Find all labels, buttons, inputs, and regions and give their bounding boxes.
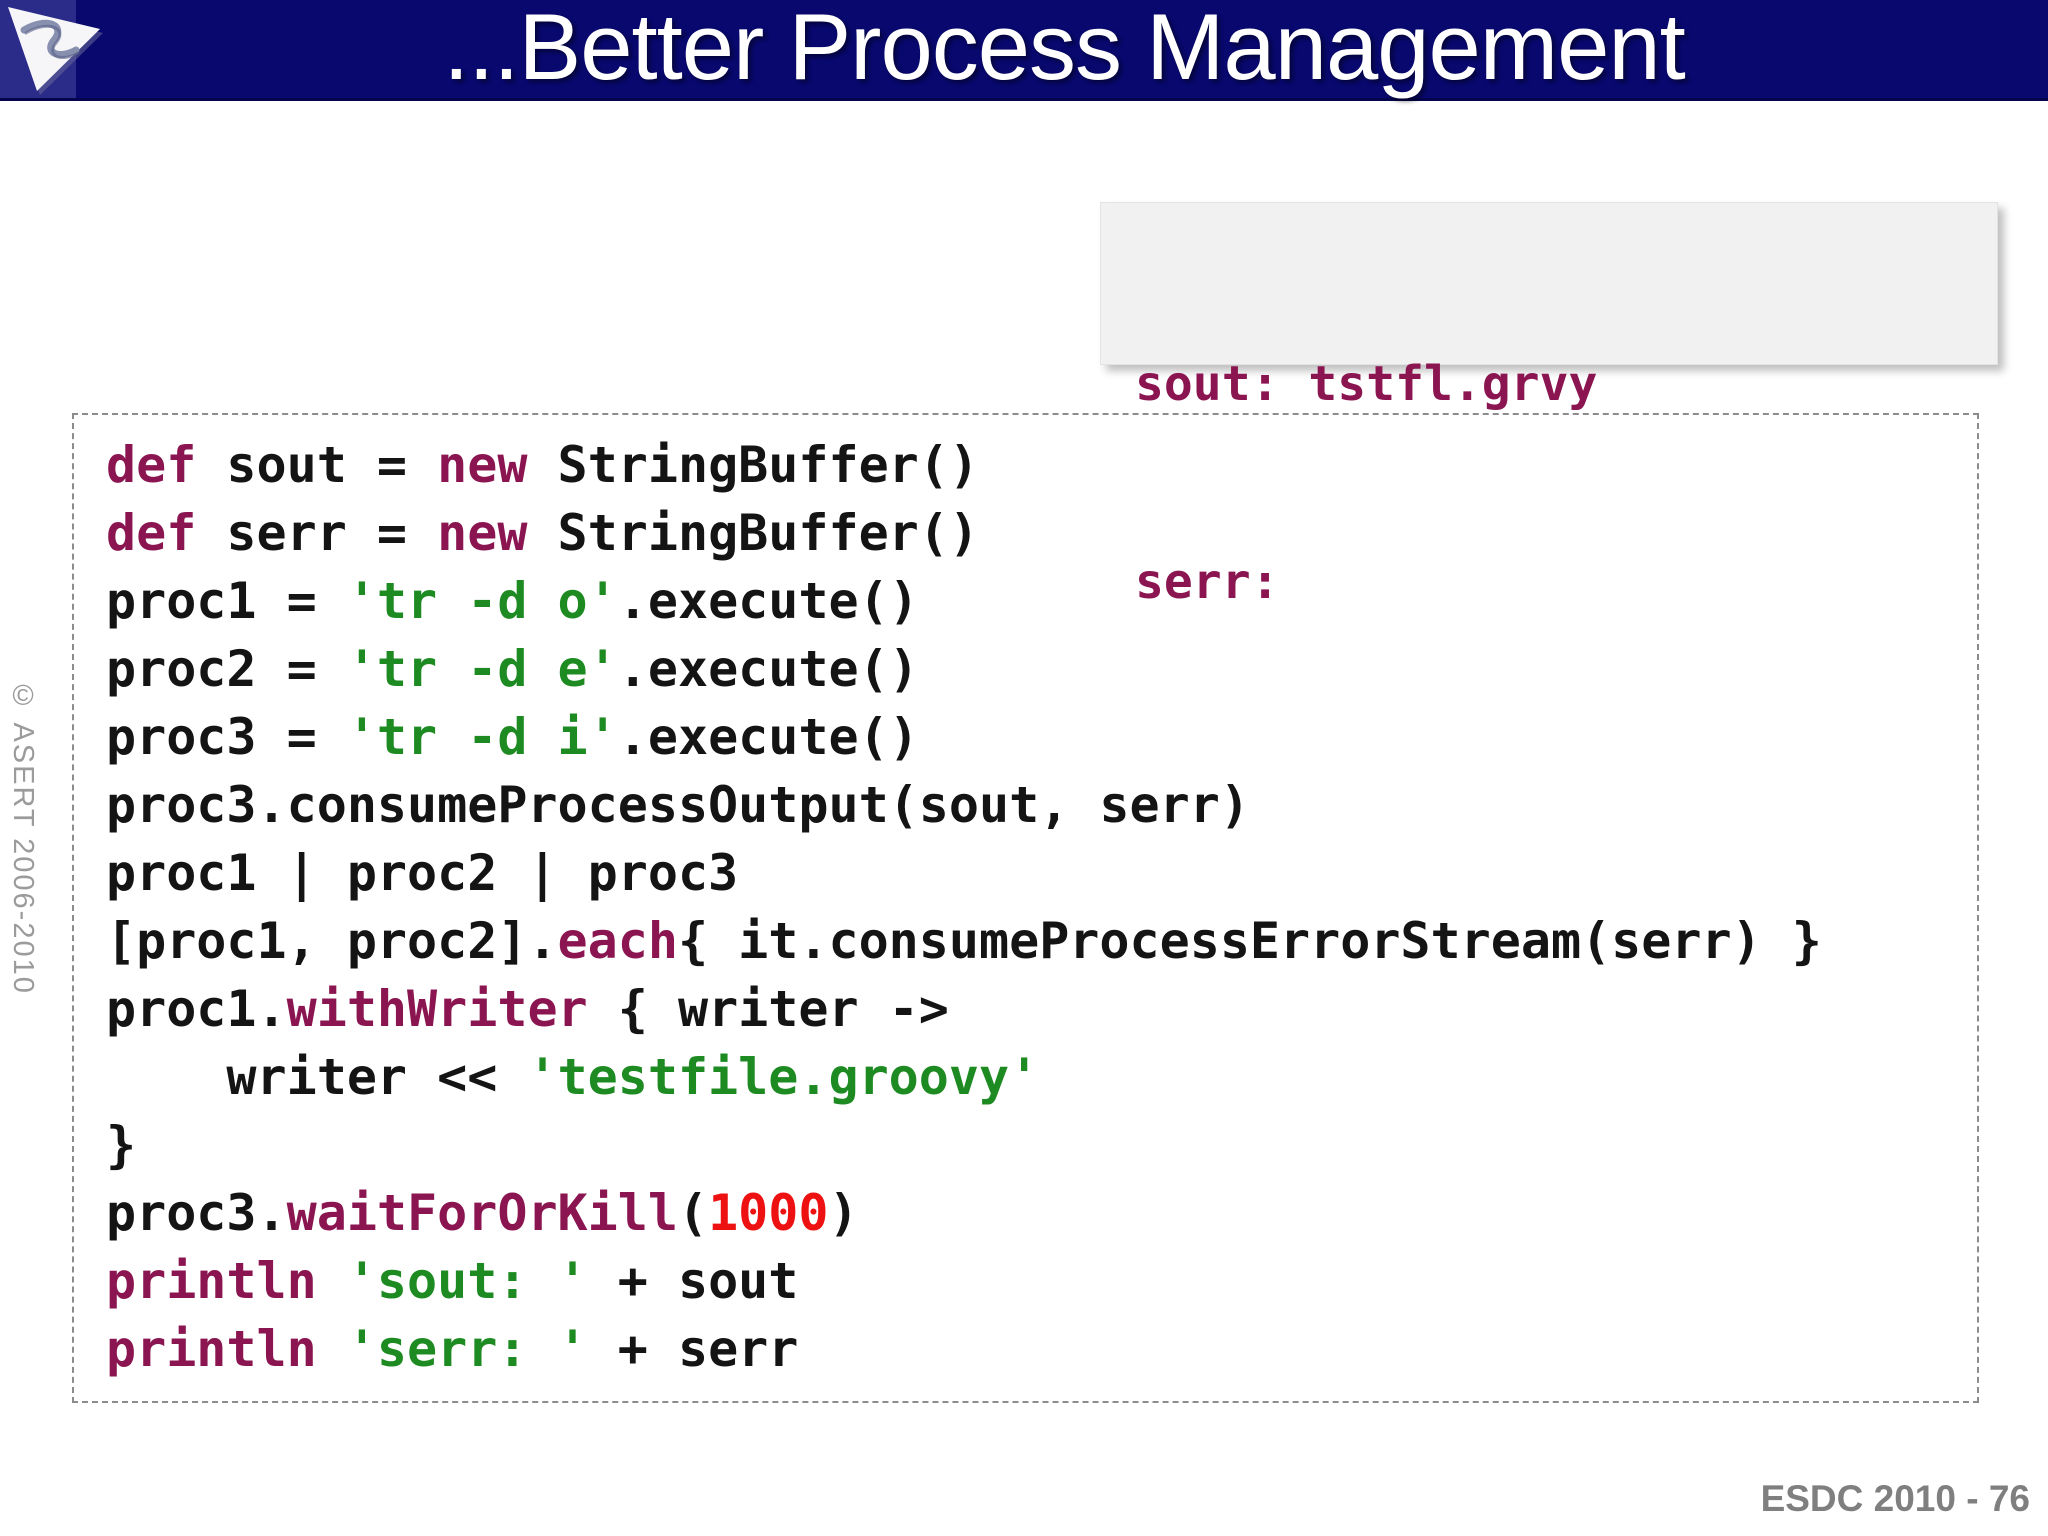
page-title: ...Better Process Management: [443, 0, 1686, 99]
code-line: writer << 'testfile.groovy': [106, 1048, 1040, 1106]
code-line: println 'sout: ' + sout: [106, 1252, 799, 1310]
code-line: proc2 = 'tr -d e'.execute(): [106, 640, 919, 698]
code-line: }: [106, 1116, 137, 1174]
code-block: def sout = new StringBuffer() def serr = …: [72, 413, 1979, 1403]
code-line: proc3 = 'tr -d i'.execute(): [106, 708, 919, 766]
asert-logo-icon: [0, 0, 112, 98]
code-line: def serr = new StringBuffer(): [106, 504, 979, 562]
copyright-vertical-text: © ASERT 2006-2010: [7, 680, 39, 995]
output-line-sout: sout: tstfl.grvy: [1135, 356, 1598, 412]
code-line: [proc1, proc2].each{ it.consumeProcessEr…: [106, 912, 1822, 970]
output-line-serr: serr:: [1135, 554, 1280, 610]
console-output-box: sout: tstfl.grvy serr:: [1100, 202, 1998, 610]
code-line: proc3.waitForOrKill(1000): [106, 1184, 859, 1242]
code-line: proc1 = 'tr -d o'.execute(): [106, 572, 919, 630]
title-bar: ...Better Process Management: [0, 0, 2048, 101]
code-line: proc1 | proc2 | proc3: [106, 844, 739, 902]
code-line: println 'serr: ' + serr: [106, 1320, 799, 1378]
code-line: def sout = new StringBuffer(): [106, 436, 979, 494]
slide-page-number: ESDC 2010 - 76: [1760, 1478, 2030, 1519]
code-line: proc3.consumeProcessOutput(sout, serr): [106, 776, 1250, 834]
code-line: proc1.withWriter { writer ->: [106, 980, 949, 1038]
